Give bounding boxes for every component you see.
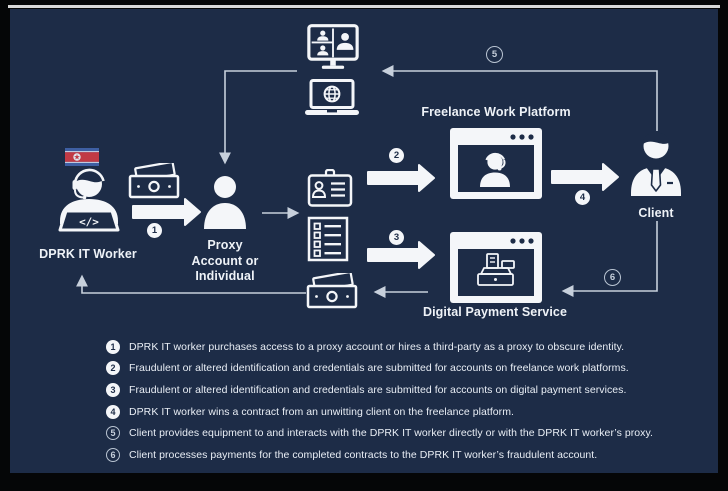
legend-item: 5 Client provides equipment to and inter… (106, 422, 696, 444)
id-card-icon (307, 169, 353, 207)
client-label: Client (638, 206, 674, 220)
flow-3-arrow (367, 241, 435, 269)
legend: 1 DPRK IT worker purchases access to a p… (106, 336, 696, 466)
legend-item: 6 Client processes payments for the comp… (106, 444, 696, 466)
proxy-label-line3: Individual (195, 269, 255, 283)
cash-icon (128, 163, 180, 199)
checklist-icon (307, 216, 349, 262)
legend-item: 3 Fraudulent or altered identification a… (106, 379, 696, 401)
north-korea-flag-icon (65, 148, 99, 166)
laptop-globe-icon (305, 79, 359, 115)
flow-3-badge: 3 (389, 230, 404, 245)
proxy-label-line1: Proxy (207, 238, 243, 252)
legend-text: DPRK IT worker purchases access to a pro… (129, 340, 625, 353)
legend-text: DPRK IT worker wins a contract from an u… (129, 405, 514, 418)
digital-payment-label: Digital Payment Service (422, 305, 568, 319)
legend-text: Client provides equipment to and interac… (129, 427, 653, 440)
digital-payment-window-icon (450, 232, 542, 303)
worker-code-glyph: </> (79, 216, 99, 229)
legend-item: 1 DPRK IT worker purchases access to a p… (106, 336, 696, 358)
comm-to-proxy-line (219, 70, 297, 165)
cash-to-worker-line (76, 274, 306, 294)
connector-lines (76, 65, 658, 298)
flow-6-line (561, 221, 658, 297)
client-person-icon (631, 132, 681, 196)
legend-text: Fraudulent or altered identification and… (129, 383, 627, 396)
flow-4-badge: 4 (575, 190, 590, 205)
step-badge: 6 (106, 447, 120, 462)
flow-6-badge: 6 (604, 269, 621, 286)
flow-5-line (381, 65, 658, 131)
legend-text: Fraudulent or altered identification and… (129, 362, 629, 375)
freelance-platform-window-icon (450, 128, 542, 199)
flow-5-badge: 5 (486, 46, 503, 63)
legend-item: 2 Fraudulent or altered identification a… (106, 358, 696, 380)
step-badge: 4 (106, 404, 120, 419)
flow-1-badge: 1 (147, 223, 162, 238)
freelance-platform-label: Freelance Work Platform (421, 105, 571, 119)
video-call-monitor-icon (307, 24, 359, 69)
step-badge: 2 (106, 361, 120, 376)
proxy-label: Proxy Account or Individual (175, 238, 275, 285)
diagram-canvas: </> (10, 9, 718, 473)
dprk-worker-label: DPRK IT Worker (39, 247, 137, 261)
step-badge: 5 (106, 426, 120, 441)
flow-2-arrow (367, 164, 435, 192)
cash-received-icon (306, 273, 358, 309)
flow-2-badge: 2 (389, 148, 404, 163)
step-badge: 3 (106, 382, 120, 397)
proxy-person-icon (204, 176, 246, 229)
step-badge: 1 (106, 339, 120, 354)
legend-text: Client processes payments for the comple… (129, 448, 598, 461)
dprk-it-worker-icon: </> (58, 168, 120, 232)
flow-4-arrow (551, 163, 619, 191)
flow-1-arrow (132, 198, 201, 226)
window-top-edge (8, 5, 720, 8)
proxy-label-line2: Account or (191, 253, 259, 268)
legend-item: 4 DPRK IT worker wins a contract from an… (106, 401, 696, 423)
